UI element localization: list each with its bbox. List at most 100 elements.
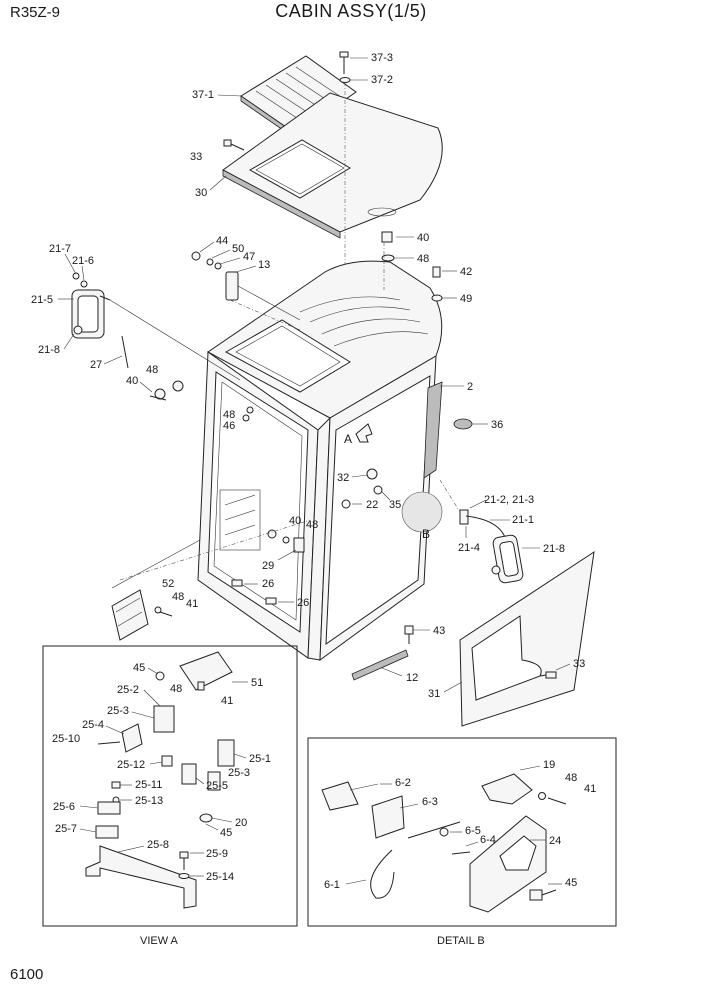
view-a-parts: [85, 651, 235, 909]
callout-2: 2: [467, 381, 473, 393]
callout-33-roof: 33: [190, 151, 202, 163]
callout-21-5: 21-5: [31, 294, 53, 306]
callout-45-detail-b: 45: [565, 877, 577, 889]
callout-47: 47: [243, 251, 255, 263]
callout-21-2-21-3: 21-2, 21-3: [484, 494, 534, 506]
callout-25-12: 25-12: [117, 759, 145, 771]
callout-26-upper: 26: [262, 578, 274, 590]
callout-19: 19: [543, 759, 555, 771]
callout-31: 31: [428, 688, 440, 700]
callout-29: 29: [262, 560, 274, 572]
callout-6-1: 6-1: [324, 879, 340, 891]
callout-40-latch: 40: [289, 515, 301, 527]
hinge-hardware: [191, 231, 473, 509]
callout-37-1: 37-1: [192, 89, 214, 101]
callout-12: 12: [406, 672, 418, 684]
callout-21-6: 21-6: [72, 255, 94, 267]
cabin-frame: [197, 260, 443, 662]
callout-33-panel: 33: [573, 658, 585, 670]
callout-37-2: 37-2: [371, 74, 393, 86]
callout-37-3: 37-3: [371, 52, 393, 64]
callout-27: 27: [90, 359, 102, 371]
callout-41-detail-b: 41: [584, 783, 596, 795]
callout-25-1: 25-1: [249, 753, 271, 765]
callout-48-detail-b: 48: [565, 772, 577, 784]
callout-43: 43: [433, 625, 445, 637]
callout-25-11: 25-11: [135, 779, 162, 791]
callout-25-7: 25-7: [55, 823, 77, 835]
callout-6-3: 6-3: [422, 796, 438, 808]
view-a-frame: [42, 645, 298, 927]
view-a-caption: VIEW A: [140, 935, 179, 947]
callout-50: 50: [232, 243, 244, 255]
marker-b: B: [422, 527, 430, 541]
callout-21-4: 21-4: [458, 542, 480, 554]
construction-lines: [119, 242, 461, 581]
callout-48-latch: 48: [306, 519, 318, 531]
callout-44: 44: [216, 235, 228, 247]
callout-25-2: 25-2: [117, 684, 139, 696]
callout-48-view-a: 48: [170, 683, 182, 695]
callout-35: 35: [389, 499, 401, 511]
callout-30: 30: [195, 187, 207, 199]
callout-21-1: 21-1: [512, 514, 534, 526]
door-bracket: [111, 539, 201, 641]
callout-48-door: 48: [223, 409, 235, 421]
callout-51: 51: [251, 677, 263, 689]
callout-45-view-a-lower: 45: [220, 827, 232, 839]
left-mirror-assembly: [71, 272, 254, 422]
callout-20: 20: [235, 817, 247, 829]
callout-labels: 37-3 37-2 37-1 33 30 40 48 42 49 44 50 4…: [31, 52, 596, 891]
callout-41-bracket: 41: [186, 598, 198, 610]
callout-32: 32: [337, 472, 349, 484]
detail-b-frame: [307, 737, 617, 927]
callout-6-4: 6-4: [480, 834, 496, 846]
marker-a: A: [344, 432, 352, 446]
callout-41-view-a: 41: [221, 695, 233, 707]
callout-46: 46: [223, 420, 235, 432]
callout-52: 52: [162, 578, 174, 590]
right-mirror-assembly: [459, 509, 524, 584]
callout-48-mirror: 48: [146, 364, 158, 376]
callout-48-bracket: 48: [172, 591, 184, 603]
detail-b-marker-circle: [401, 491, 443, 533]
callout-25-9: 25-9: [206, 848, 228, 860]
callout-49: 49: [460, 293, 472, 305]
page-title: CABIN ASSY(1/5): [275, 1, 427, 21]
callout-24: 24: [549, 835, 561, 847]
step-plate: [351, 625, 414, 681]
callout-40-mirror: 40: [126, 375, 138, 387]
callout-25-4: 25-4: [82, 719, 104, 731]
callout-26-lower: 26: [297, 597, 309, 609]
callout-25-13: 25-13: [135, 795, 163, 807]
callout-25-3-view-a-lower: 25-3: [228, 767, 250, 779]
view-a-arrow: [355, 423, 373, 443]
callout-22: 22: [366, 499, 378, 511]
callout-25-3-view-a: 25-3: [107, 705, 129, 717]
callout-6-5: 6-5: [465, 825, 481, 837]
callout-25-10: 25-10: [52, 733, 80, 745]
callout-6-2: 6-2: [395, 777, 411, 789]
callout-25-5: 25-5: [206, 780, 228, 792]
roof-panel: [222, 92, 443, 239]
door-latch: [231, 529, 305, 605]
callout-13: 13: [258, 259, 270, 271]
callout-40-top: 40: [417, 232, 429, 244]
callout-42: 42: [460, 266, 472, 278]
callout-45-view-a: 45: [133, 662, 145, 674]
callout-48-top: 48: [417, 253, 429, 265]
callout-21-7: 21-7: [49, 243, 71, 255]
detail-b-caption: DETAIL B: [437, 935, 485, 947]
callout-21-8-left: 21-8: [38, 344, 60, 356]
callout-21-8-right: 21-8: [543, 543, 565, 555]
model-name: R35Z-9: [10, 4, 61, 21]
callout-25-14: 25-14: [206, 871, 234, 883]
side-panel: [459, 550, 595, 727]
callout-36: 36: [491, 419, 503, 431]
detail-b-parts: [321, 773, 567, 913]
page-number: 6100: [10, 966, 44, 983]
callout-25-6: 25-6: [53, 801, 75, 813]
callout-25-8: 25-8: [147, 839, 169, 851]
